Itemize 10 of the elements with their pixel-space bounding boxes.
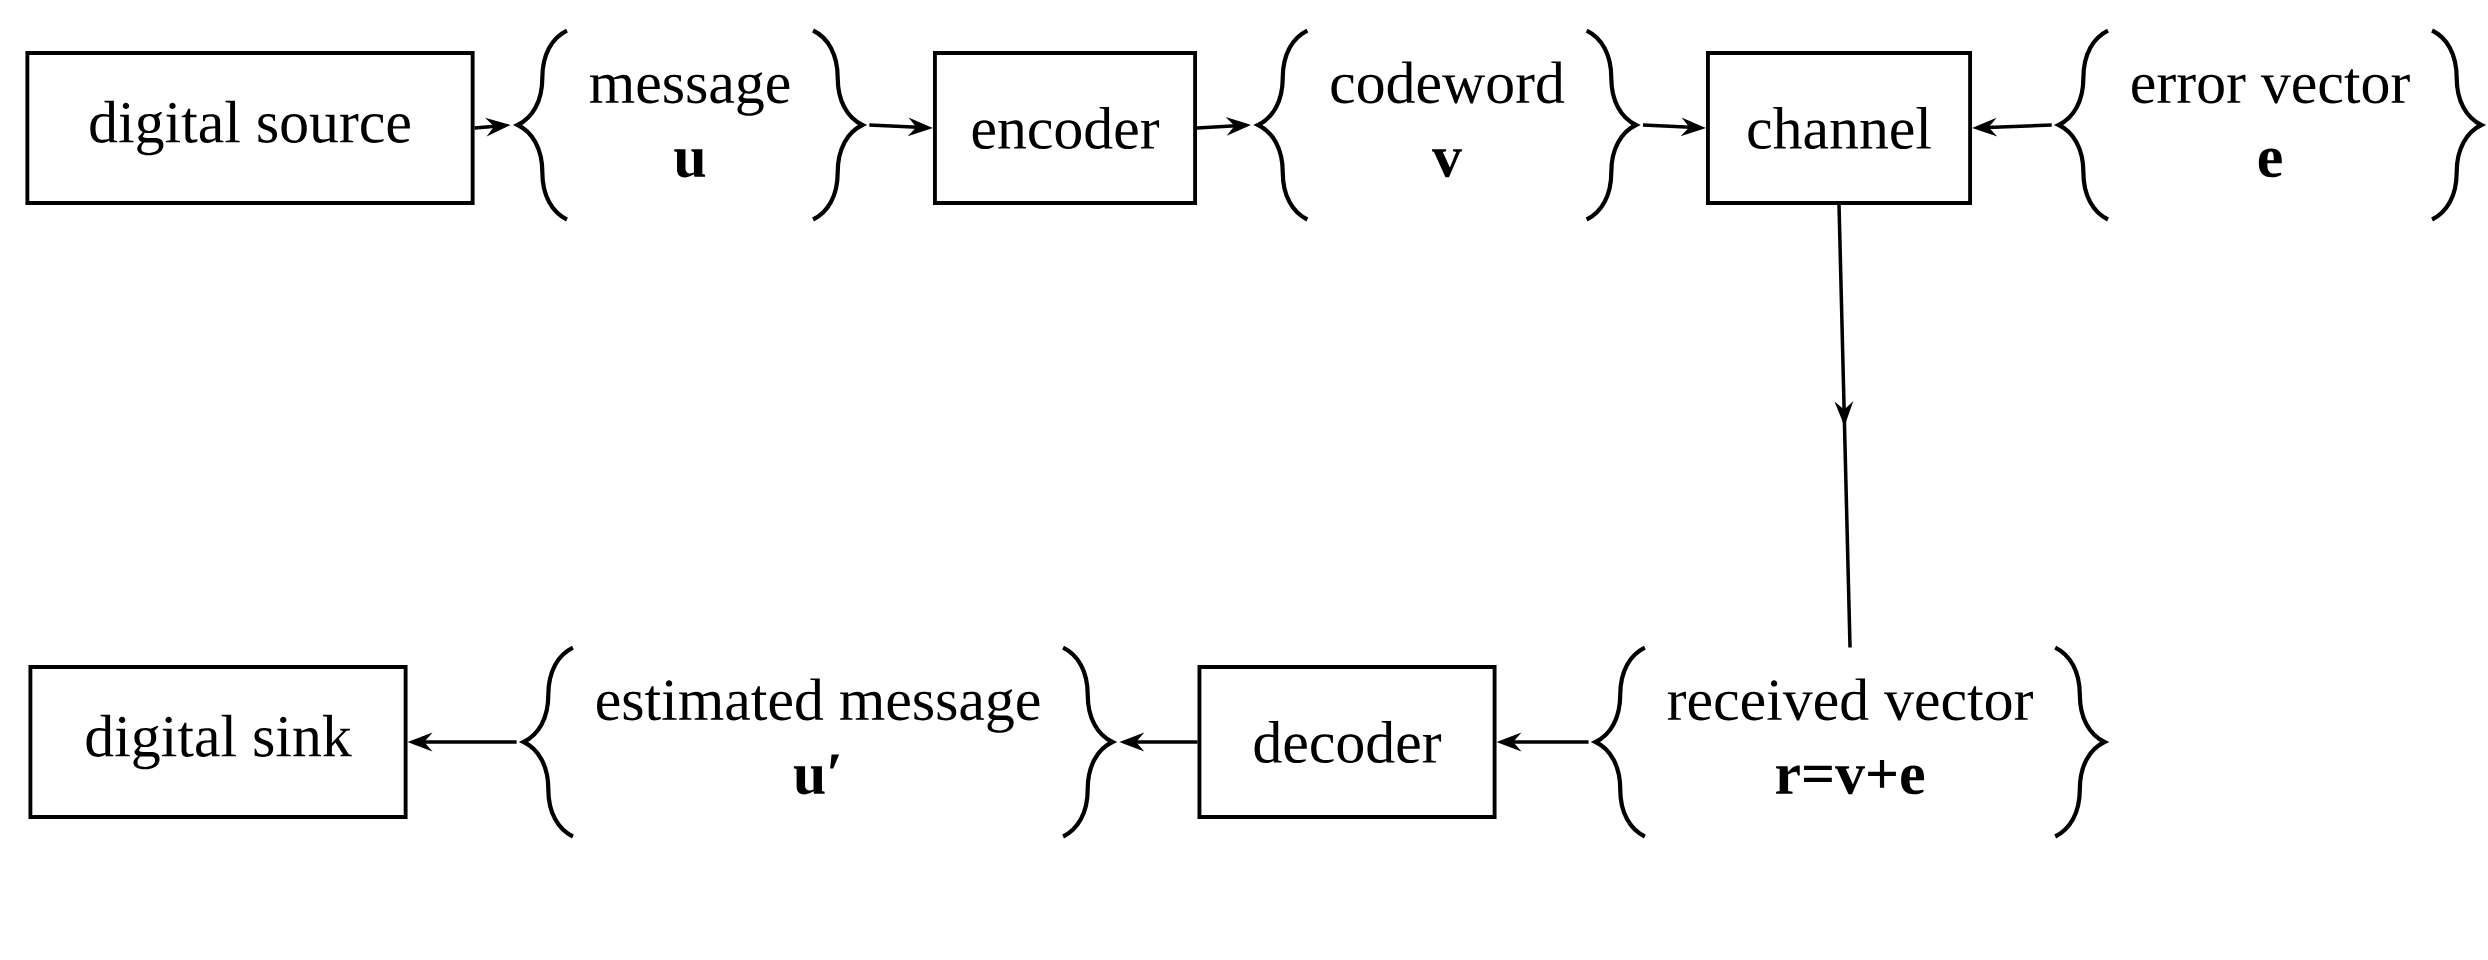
process-box: decoder xyxy=(1197,665,1497,819)
bracketed-label: message u xyxy=(515,28,865,222)
process-box: encoder xyxy=(933,51,1198,205)
bracketed-label: codeword v xyxy=(1256,28,1639,222)
process-box: digital source xyxy=(25,51,475,205)
bracketed-label: estimated message u′ xyxy=(521,645,1115,839)
process-box: channel xyxy=(1706,51,1973,205)
process-box: digital sink xyxy=(28,665,408,819)
bracketed-label: error vector e xyxy=(2056,28,2484,222)
bracketed-label: received vector r=v+e xyxy=(1593,645,2107,839)
